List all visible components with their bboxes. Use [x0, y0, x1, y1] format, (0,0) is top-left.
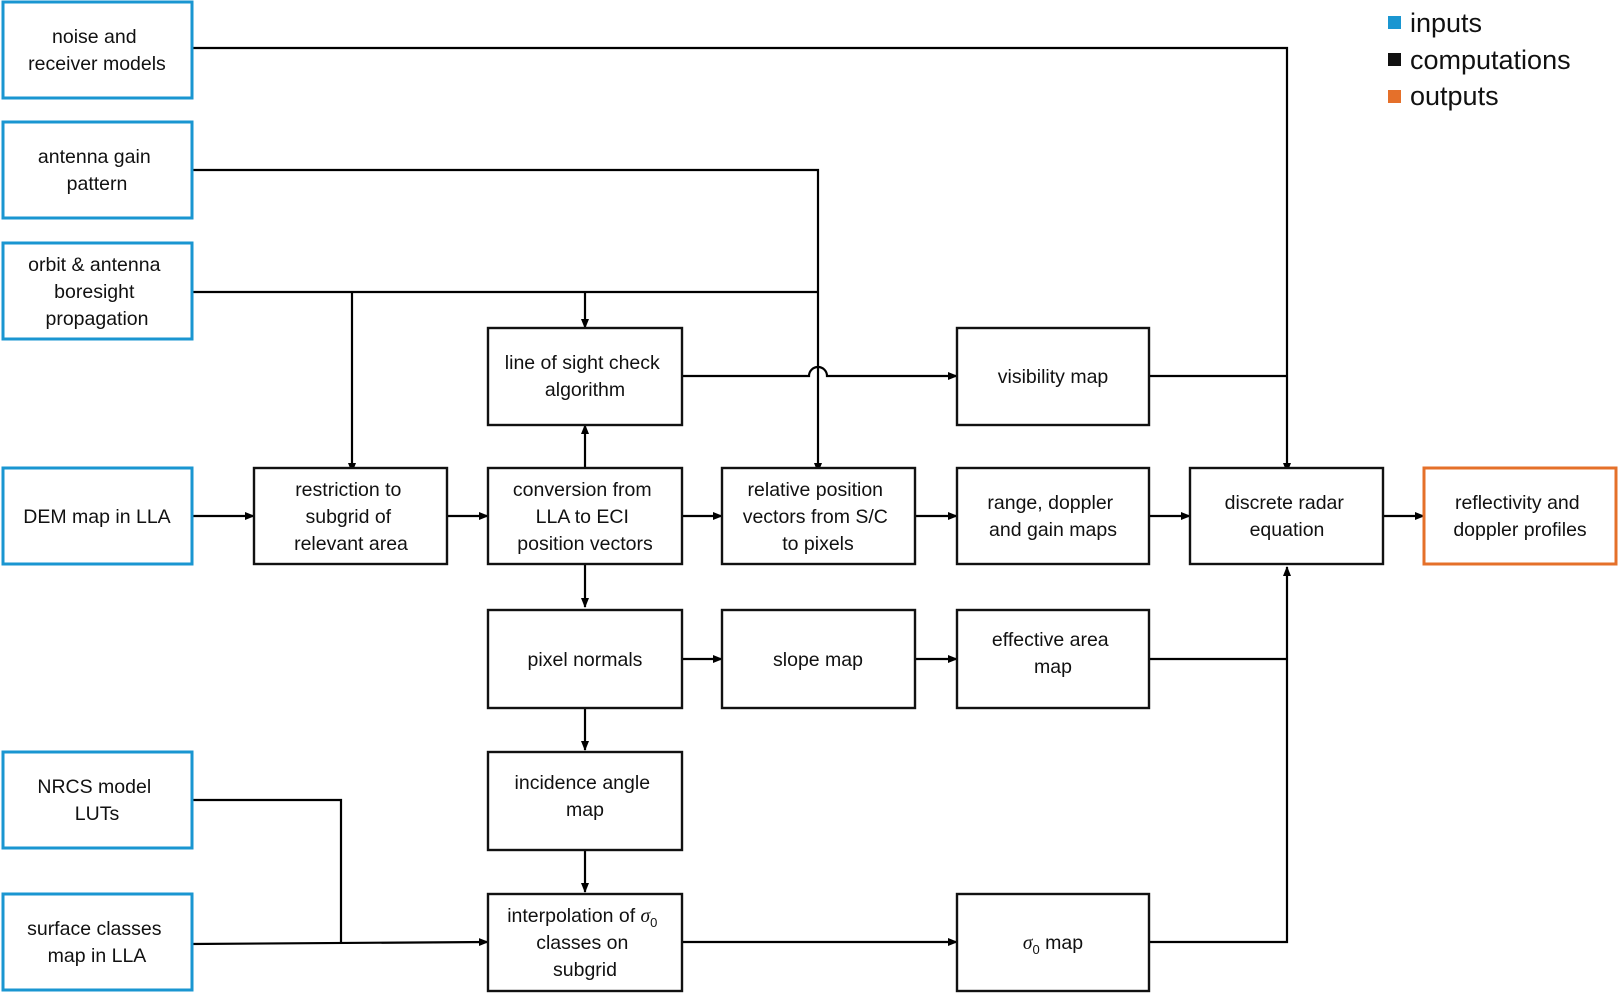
connector-nrcs-to-interp — [190, 798, 343, 942]
label-reflectivity-line-2: doppler profiles — [1453, 519, 1587, 541]
label-interp-prefix: interpolation of — [507, 905, 640, 927]
input-box-noise — [1, 0, 194, 100]
legend-swatch-computations — [1388, 53, 1401, 66]
input-box-surface — [1, 892, 194, 992]
label-conversion-line-2: LLA to ECI — [536, 506, 629, 528]
label-restriction-line-3: relevant area — [294, 533, 408, 555]
label-restriction: restriction to subgrid of relevant area — [294, 479, 408, 555]
label-slope: slope map — [773, 649, 863, 671]
label-normals: pixel normals — [528, 649, 643, 671]
label-antenna-line-2: pattern — [67, 173, 128, 195]
label-relpos: relative position vectors from S/C to pi… — [743, 479, 894, 555]
label-radar-line-2: equation — [1250, 519, 1325, 541]
label-los-line-1: line of sight check — [505, 352, 660, 374]
box-radar — [1188, 466, 1385, 566]
sigma-map-symbol: σ — [1023, 933, 1034, 954]
input-boxes — [1, 0, 194, 992]
label-interp-line-2: classes on — [536, 932, 628, 954]
label-los-line-2: algorithm — [545, 379, 625, 401]
box-visibility — [955, 326, 1151, 427]
connectors — [189, 46, 1425, 947]
label-relpos-line-2: vectors from S/C — [743, 506, 888, 528]
sigma-subscript: 0 — [650, 915, 657, 930]
box-relpos — [720, 466, 917, 566]
label-relpos-line-1: relative position — [748, 479, 884, 501]
box-slope — [720, 608, 917, 710]
label-sigma-map: σ0 map — [1023, 932, 1083, 957]
connector-antenna-to-relpos — [190, 168, 822, 473]
label-noise: noise and receiver models — [28, 26, 166, 75]
label-restriction-line-2: subgrid of — [305, 506, 391, 528]
connector-sigma-map-to-radar — [1148, 566, 1291, 944]
label-effarea: effective area map — [992, 629, 1114, 678]
label-interp-line-1: interpolation of σ0 — [507, 905, 657, 930]
label-conversion-line-3: position vectors — [517, 533, 653, 555]
sigma-symbol: σ — [641, 906, 652, 927]
box-labels: noise and receiver models antenna gain p… — [23, 26, 1587, 981]
label-orbit: orbit & antenna boresight propagation — [28, 254, 166, 330]
label-effarea-line-2: map — [1034, 656, 1072, 678]
connector-noise-to-radar — [190, 46, 1291, 473]
label-range-line-1: range, doppler — [987, 492, 1113, 514]
label-relpos-line-3: to pixels — [782, 533, 854, 555]
input-box-orbit — [1, 241, 194, 341]
input-box-nrcs — [1, 750, 194, 850]
connector-los-to-visibility — [683, 365, 958, 380]
box-incidence — [486, 750, 684, 852]
label-noise-line-1: noise and — [52, 26, 137, 48]
label-antenna-line-1: antenna gain — [38, 146, 151, 168]
label-dem: DEM map in LLA — [23, 506, 170, 528]
box-range — [955, 466, 1151, 566]
input-box-dem — [1, 466, 194, 566]
label-orbit-line-1: orbit & antenna — [28, 254, 160, 276]
label-nrcs-line-2: LUTs — [75, 803, 120, 825]
box-normals — [486, 608, 684, 710]
legend-label-inputs: inputs — [1410, 8, 1482, 38]
connector-surface-to-interp — [189, 938, 489, 947]
label-incidence-line-1: incidence angle — [515, 772, 651, 794]
label-orbit-line-3: propagation — [45, 308, 148, 330]
label-noise-line-2: receiver models — [28, 53, 166, 75]
label-conversion-line-1: conversion from — [513, 479, 652, 501]
label-surface-line-1: surface classes — [27, 918, 162, 940]
label-radar-line-1: discrete radar — [1225, 492, 1345, 514]
label-range-line-2: and gain maps — [989, 519, 1117, 541]
label-radar: discrete radar equation — [1225, 492, 1350, 541]
box-los — [486, 326, 684, 427]
box-sigma-map — [955, 892, 1151, 993]
label-reflectivity-line-1: reflectivity and — [1455, 492, 1580, 514]
label-los: line of sight check algorithm — [505, 352, 665, 401]
label-incidence-line-2: map — [566, 799, 604, 821]
label-visibility: visibility map — [998, 366, 1109, 388]
label-interp-line-3: subgrid — [553, 959, 617, 981]
computation-boxes — [252, 326, 1385, 993]
label-range: range, doppler and gain maps — [987, 492, 1118, 541]
legend: inputs computations outputs — [1388, 8, 1571, 111]
label-incidence: incidence angle map — [515, 772, 656, 821]
sigma-map-subscript: 0 — [1033, 942, 1040, 957]
legend-swatch-outputs — [1388, 90, 1401, 103]
label-orbit-line-2: boresight — [54, 281, 135, 303]
label-conversion: conversion from LLA to ECI position vect… — [513, 479, 657, 555]
label-surface-line-2: map in LLA — [48, 945, 147, 967]
legend-swatch-inputs — [1388, 16, 1401, 29]
label-interp: interpolation of σ0 classes on subgrid — [507, 905, 663, 981]
label-restriction-line-1: restriction to — [295, 479, 401, 501]
input-box-antenna — [1, 120, 194, 220]
label-nrcs: NRCS model LUTs — [37, 776, 156, 825]
box-effarea — [955, 608, 1151, 710]
box-conversion — [486, 466, 684, 566]
box-interp — [486, 892, 684, 993]
label-effarea-line-1: effective area — [992, 629, 1109, 651]
label-nrcs-line-1: NRCS model — [37, 776, 151, 798]
legend-label-computations: computations — [1410, 45, 1571, 75]
box-restriction — [252, 466, 449, 566]
legend-label-outputs: outputs — [1410, 81, 1499, 111]
output-box-reflectivity — [1422, 466, 1618, 566]
label-surface: surface classes map in LLA — [27, 918, 167, 967]
label-antenna: antenna gain pattern — [38, 146, 156, 195]
sigma-map-suffix: map — [1040, 932, 1084, 954]
label-reflectivity: reflectivity and doppler profiles — [1453, 492, 1587, 541]
